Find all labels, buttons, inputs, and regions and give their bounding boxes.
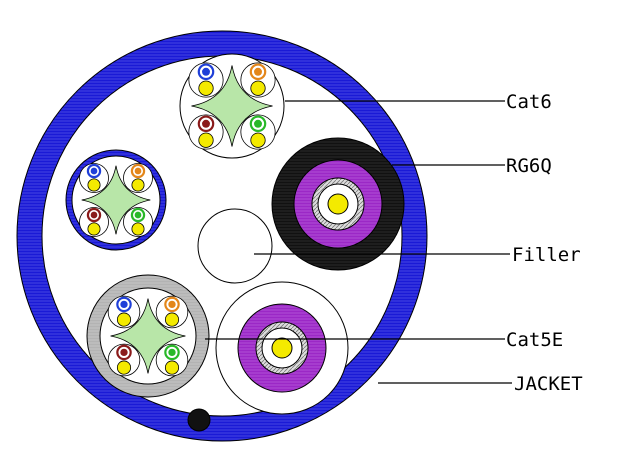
cat6-top-wire-core-brown <box>202 119 210 128</box>
label-filler: Filler <box>512 244 581 266</box>
cat6-top-wire-core-green <box>254 119 262 128</box>
leader-lines <box>205 100 512 384</box>
cat6-top-cross-separator <box>191 65 273 147</box>
cat5e-wire-core-green <box>168 348 176 357</box>
cat5e-wire-blue-white <box>116 312 132 327</box>
cat6-cable-left <box>71 155 161 245</box>
label-cat5e: Cat5E <box>506 329 563 351</box>
cat5e-wire-core-orange <box>168 300 176 309</box>
label-jacket: JACKET <box>514 373 583 395</box>
cat6-top-wire-blue-white <box>198 80 214 96</box>
cat6-left-wire-green-white <box>131 222 145 236</box>
coax-cable-bottom <box>215 281 349 415</box>
filler <box>197 208 273 284</box>
label-cat6: Cat6 <box>506 91 552 113</box>
cat5e-cable <box>99 287 197 385</box>
cat5e-cross-separator <box>110 298 186 374</box>
label-rg6q: RG6Q <box>506 155 552 177</box>
cat5e-wire-core-blue <box>120 300 128 309</box>
ripcord <box>187 408 211 432</box>
cat5e-wire-green-white <box>164 360 180 375</box>
cat6-cable-top <box>179 53 285 159</box>
cat6-left-wire-brown-white <box>87 222 101 236</box>
cat5e-wire-core-brown <box>120 348 128 357</box>
cat6-left-cross-separator <box>81 165 151 235</box>
cat6-left-wire-blue-white <box>87 178 101 192</box>
cat5e-wire-brown-white <box>116 360 132 375</box>
cat6-top-wire-core-orange <box>254 67 262 76</box>
cat6-left-wire-orange-white <box>131 178 145 192</box>
cat6-top-wire-core-blue <box>202 67 210 76</box>
cat6-top-wire-brown-white <box>198 132 214 148</box>
cat6-top-wire-orange-white <box>250 80 266 96</box>
cat6-left-wire-core-orange <box>134 167 142 175</box>
cat5e-wire-orange-white <box>164 312 180 327</box>
rg6q-coax-cable <box>271 137 405 271</box>
cat6-top-wire-green-white <box>250 132 266 148</box>
cat6-left-wire-core-blue <box>90 167 98 175</box>
cat6-left-wire-core-green <box>134 211 142 219</box>
cat6-left-wire-core-brown <box>90 211 98 219</box>
